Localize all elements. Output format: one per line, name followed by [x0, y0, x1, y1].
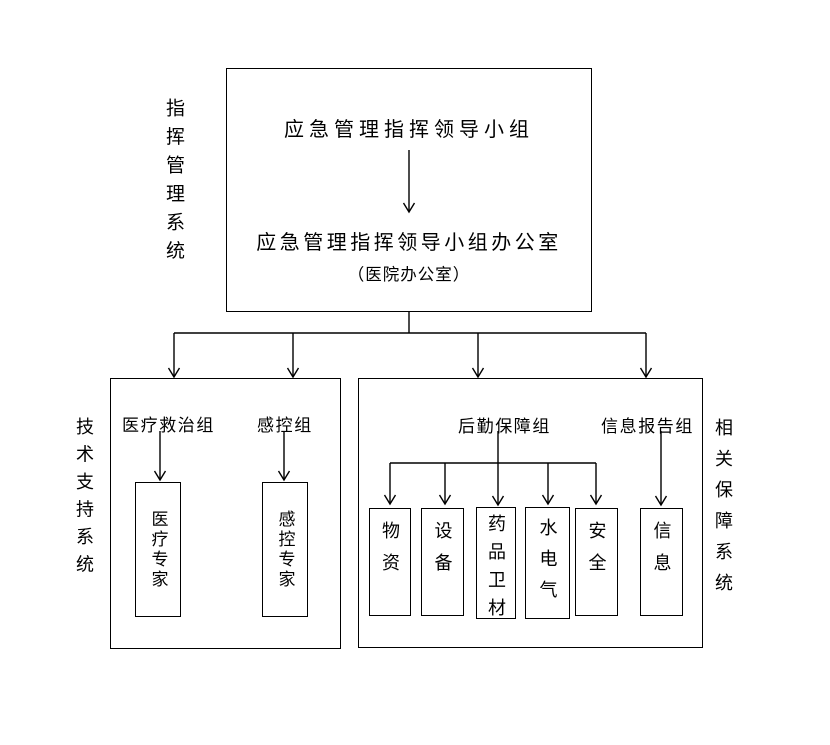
info-report-team-label: 信息报告组	[601, 417, 694, 436]
technical-system-label: 技术支持系统	[74, 417, 94, 582]
logistics-team-label: 后勤保障组	[458, 417, 551, 436]
infection-control-team-label: 感控组	[257, 416, 313, 435]
supplies-box: 物资	[369, 508, 411, 616]
medicine-materials-box: 药品卫材	[476, 507, 516, 626]
command-office-title: 应急管理指挥领导小组办公室	[256, 232, 562, 254]
medical-experts-text: 医疗专家	[148, 509, 168, 590]
infection-experts-box: 感控专家	[262, 482, 308, 617]
command-system-label: 指挥管理系统	[163, 98, 184, 269]
utilities-text: 水电气	[537, 518, 558, 611]
utilities-box: 水电气	[525, 507, 570, 619]
medical-rescue-team-label: 医疗救治组	[122, 416, 215, 435]
command-group-box: 应急管理指挥领导小组 应急管理指挥领导小组办公室 （医院办公室）	[226, 68, 592, 312]
information-text: 信息	[651, 521, 672, 585]
infection-experts-text: 感控专家	[275, 509, 295, 590]
equipment-text: 设备	[432, 521, 453, 585]
information-box: 信息	[640, 508, 683, 616]
technical-support-container	[110, 378, 341, 649]
equipment-box: 设备	[421, 508, 464, 616]
medicine-materials-text: 药品卫材	[486, 514, 506, 626]
medical-experts-box: 医疗专家	[135, 482, 181, 617]
supplies-text: 物资	[380, 521, 400, 585]
security-text: 安全	[586, 521, 607, 585]
command-office-subtitle: （医院办公室）	[347, 265, 471, 284]
command-group-title: 应急管理指挥领导小组	[284, 119, 534, 141]
security-box: 安全	[575, 508, 618, 616]
related-support-container	[358, 378, 703, 648]
support-system-label: 相关保障系统	[713, 418, 733, 604]
